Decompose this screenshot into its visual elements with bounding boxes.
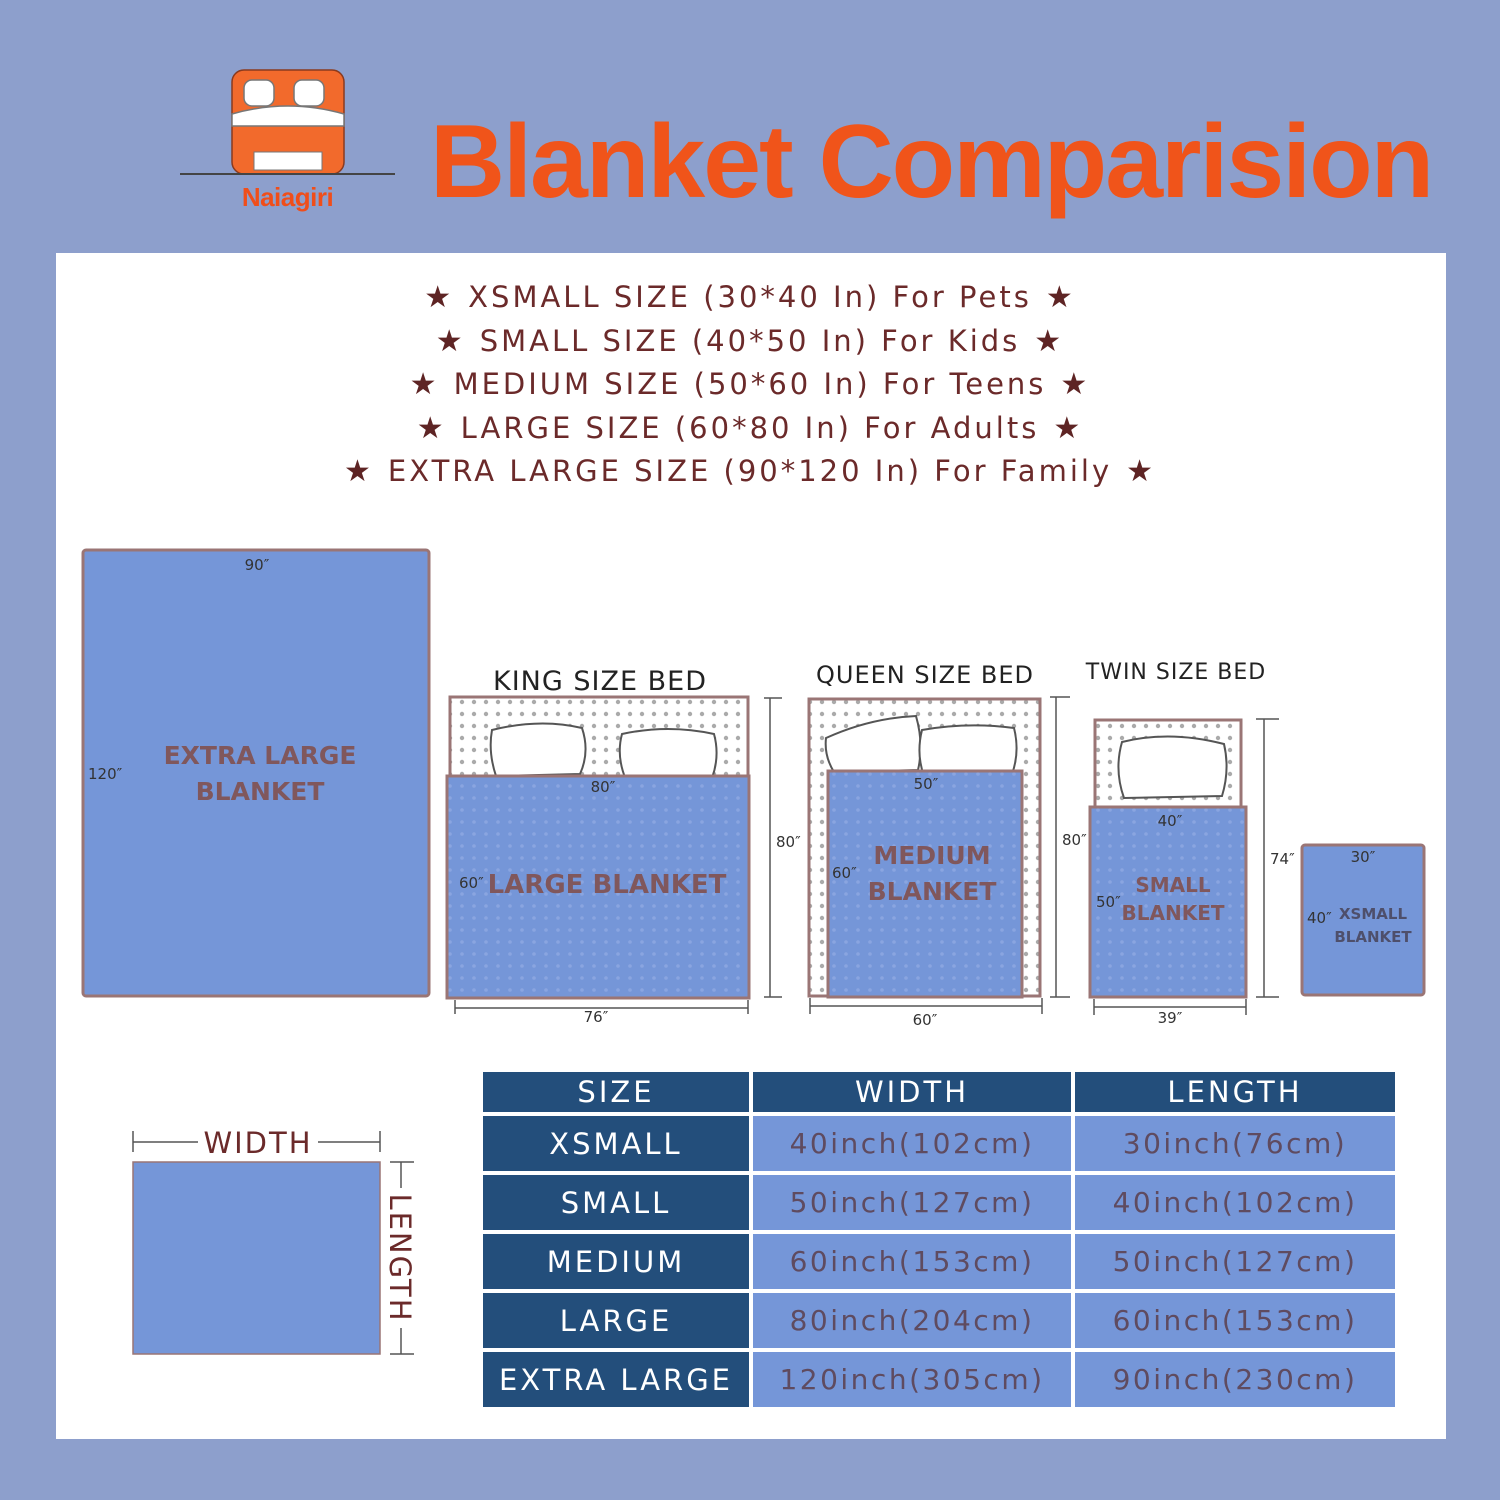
size-line: ★MEDIUM SIZE (50*60 In) For Teens★ <box>409 367 1091 402</box>
star-icon: ★ <box>416 410 447 446</box>
medium-blanket-shape <box>826 769 1024 999</box>
small-blanket-label-2: BLANKET <box>1121 901 1224 925</box>
star-icon: ★ <box>409 367 440 402</box>
star-icon: ★ <box>1126 454 1157 489</box>
large-blanket-shape <box>445 774 751 1000</box>
column-header-width: WIDTH <box>753 1072 1071 1112</box>
header: Naiagiri Blanket Comparision <box>0 0 1500 250</box>
twin-bed-width: 39″ <box>1158 1009 1183 1027</box>
column-header-size: SIZE <box>483 1072 749 1112</box>
width-cell: 40inch(102cm) <box>753 1116 1071 1171</box>
pillow-icon <box>918 724 1018 778</box>
length-cell: 90inch(230cm) <box>1075 1352 1395 1407</box>
king-bed-width: 76″ <box>584 1008 609 1026</box>
size-table: SIZE WIDTH LENGTH XSMALL 40inch(102cm) 3… <box>479 1068 1399 1411</box>
table-row: MEDIUM 60inch(153cm) 50inch(127cm) <box>483 1234 1395 1289</box>
size-cell: XSMALL <box>483 1116 749 1171</box>
length-cell: 50inch(127cm) <box>1075 1234 1395 1289</box>
extra-large-width-label: 90″ <box>245 556 270 574</box>
table-row: LARGE 80inch(204cm) 60inch(153cm) <box>483 1293 1395 1348</box>
medium-blanket-label-2: BLANKET <box>868 877 997 906</box>
king-blanket-length: 60″ <box>459 874 484 892</box>
table-header-row: SIZE WIDTH LENGTH <box>483 1072 1395 1112</box>
queen-blanket-length: 60″ <box>832 864 857 882</box>
width-cell: 80inch(204cm) <box>753 1293 1071 1348</box>
bed-logo-icon <box>180 69 395 175</box>
king-bed-title: KING SIZE BED <box>493 666 707 697</box>
legend-length-label: LENGTH <box>383 1193 417 1322</box>
extra-large-label-2: BLANKET <box>196 777 325 806</box>
queen-size-bed: QUEEN SIZE BED 50″ 60″ MEDIUM BLANKET 80… <box>807 661 1087 1029</box>
legend-blanket-shape <box>132 1161 381 1355</box>
twin-bed-length: 74″ <box>1270 850 1295 868</box>
medium-blanket-label-1: MEDIUM <box>873 841 990 870</box>
star-icon: ★ <box>435 323 466 359</box>
star-icon: ★ <box>1053 410 1084 446</box>
page-title: Blanket Comparision <box>430 104 1434 220</box>
length-cell: 30inch(76cm) <box>1075 1116 1395 1171</box>
star-icon: ★ <box>343 454 374 489</box>
size-line: ★SMALL SIZE (40*50 In) For Kids★ <box>435 323 1065 359</box>
pillow-icon <box>1117 735 1228 800</box>
size-list: ★XSMALL SIZE (30*40 In) For Pets★ ★SMALL… <box>0 276 1500 494</box>
size-line: ★EXTRA LARGE SIZE (90*120 In) For Family… <box>343 454 1157 489</box>
large-blanket-label: LARGE BLANKET <box>488 870 727 900</box>
xsmall-blanket: 30″ 40″ XSMALL BLANKET <box>1300 843 1426 997</box>
queen-bed-width: 60″ <box>913 1011 938 1029</box>
size-line: ★XSMALL SIZE (30*40 In) For Pets★ <box>424 280 1076 315</box>
pillow-icon <box>489 722 587 778</box>
table-row: XSMALL 40inch(102cm) 30inch(76cm) <box>483 1116 1395 1171</box>
king-blanket-width: 80″ <box>591 778 616 796</box>
length-cell: 40inch(102cm) <box>1075 1175 1395 1230</box>
queen-bed-length: 80″ <box>1062 831 1087 849</box>
star-icon: ★ <box>424 280 455 315</box>
column-header-length: LENGTH <box>1075 1072 1395 1112</box>
xsmall-blanket-shape <box>1300 843 1426 997</box>
king-size-bed: KING SIZE BED 80″ 60″ LARGE BLANKET 80″ … <box>445 666 801 1026</box>
twin-blanket-length: 50″ <box>1096 893 1121 911</box>
star-icon: ★ <box>1060 367 1091 402</box>
xsmall-label-2: BLANKET <box>1334 928 1412 946</box>
small-blanket-shape <box>1088 805 1248 999</box>
table-row: EXTRA LARGE 120inch(305cm) 90inch(230cm) <box>483 1352 1395 1407</box>
size-line: ★LARGE SIZE (60*80 In) For Adults★ <box>416 410 1084 446</box>
queen-blanket-width: 50″ <box>914 775 939 793</box>
pillow-icon <box>618 728 718 782</box>
width-cell: 50inch(127cm) <box>753 1175 1071 1230</box>
brand-name: Naiagiri <box>241 182 334 212</box>
extra-large-blanket-shape <box>81 548 431 998</box>
width-cell: 60inch(153cm) <box>753 1234 1071 1289</box>
size-cell: MEDIUM <box>483 1234 749 1289</box>
xsmall-label-1: XSMALL <box>1339 905 1407 923</box>
table-row: SMALL 50inch(127cm) 40inch(102cm) <box>483 1175 1395 1230</box>
length-cell: 60inch(153cm) <box>1075 1293 1395 1348</box>
xsmall-width-label: 30″ <box>1351 848 1376 866</box>
twin-size-bed: TWIN SIZE BED 40″ 50″ SMALL BLANKET 74″ … <box>1085 660 1295 1027</box>
legend-width-label: WIDTH <box>203 1126 312 1160</box>
star-icon: ★ <box>1045 280 1076 315</box>
width-cell: 120inch(305cm) <box>753 1352 1071 1407</box>
size-cell: SMALL <box>483 1175 749 1230</box>
size-cell: LARGE <box>483 1293 749 1348</box>
xsmall-length-label: 40″ <box>1307 909 1332 927</box>
twin-bed-title: TWIN SIZE BED <box>1085 660 1266 685</box>
queen-bed-title: QUEEN SIZE BED <box>816 661 1034 689</box>
dimension-legend: WIDTH LENGTH <box>132 1126 417 1355</box>
extra-large-label-1: EXTRA LARGE <box>164 741 357 770</box>
small-blanket-label-1: SMALL <box>1135 873 1211 897</box>
twin-blanket-width: 40″ <box>1158 812 1183 830</box>
king-bed-length: 80″ <box>776 833 801 851</box>
extra-large-length-label: 120″ <box>88 765 123 783</box>
size-cell: EXTRA LARGE <box>483 1352 749 1407</box>
star-icon: ★ <box>1034 323 1065 359</box>
extra-large-blanket: 90″ 120″ EXTRA LARGE BLANKET <box>81 548 431 998</box>
